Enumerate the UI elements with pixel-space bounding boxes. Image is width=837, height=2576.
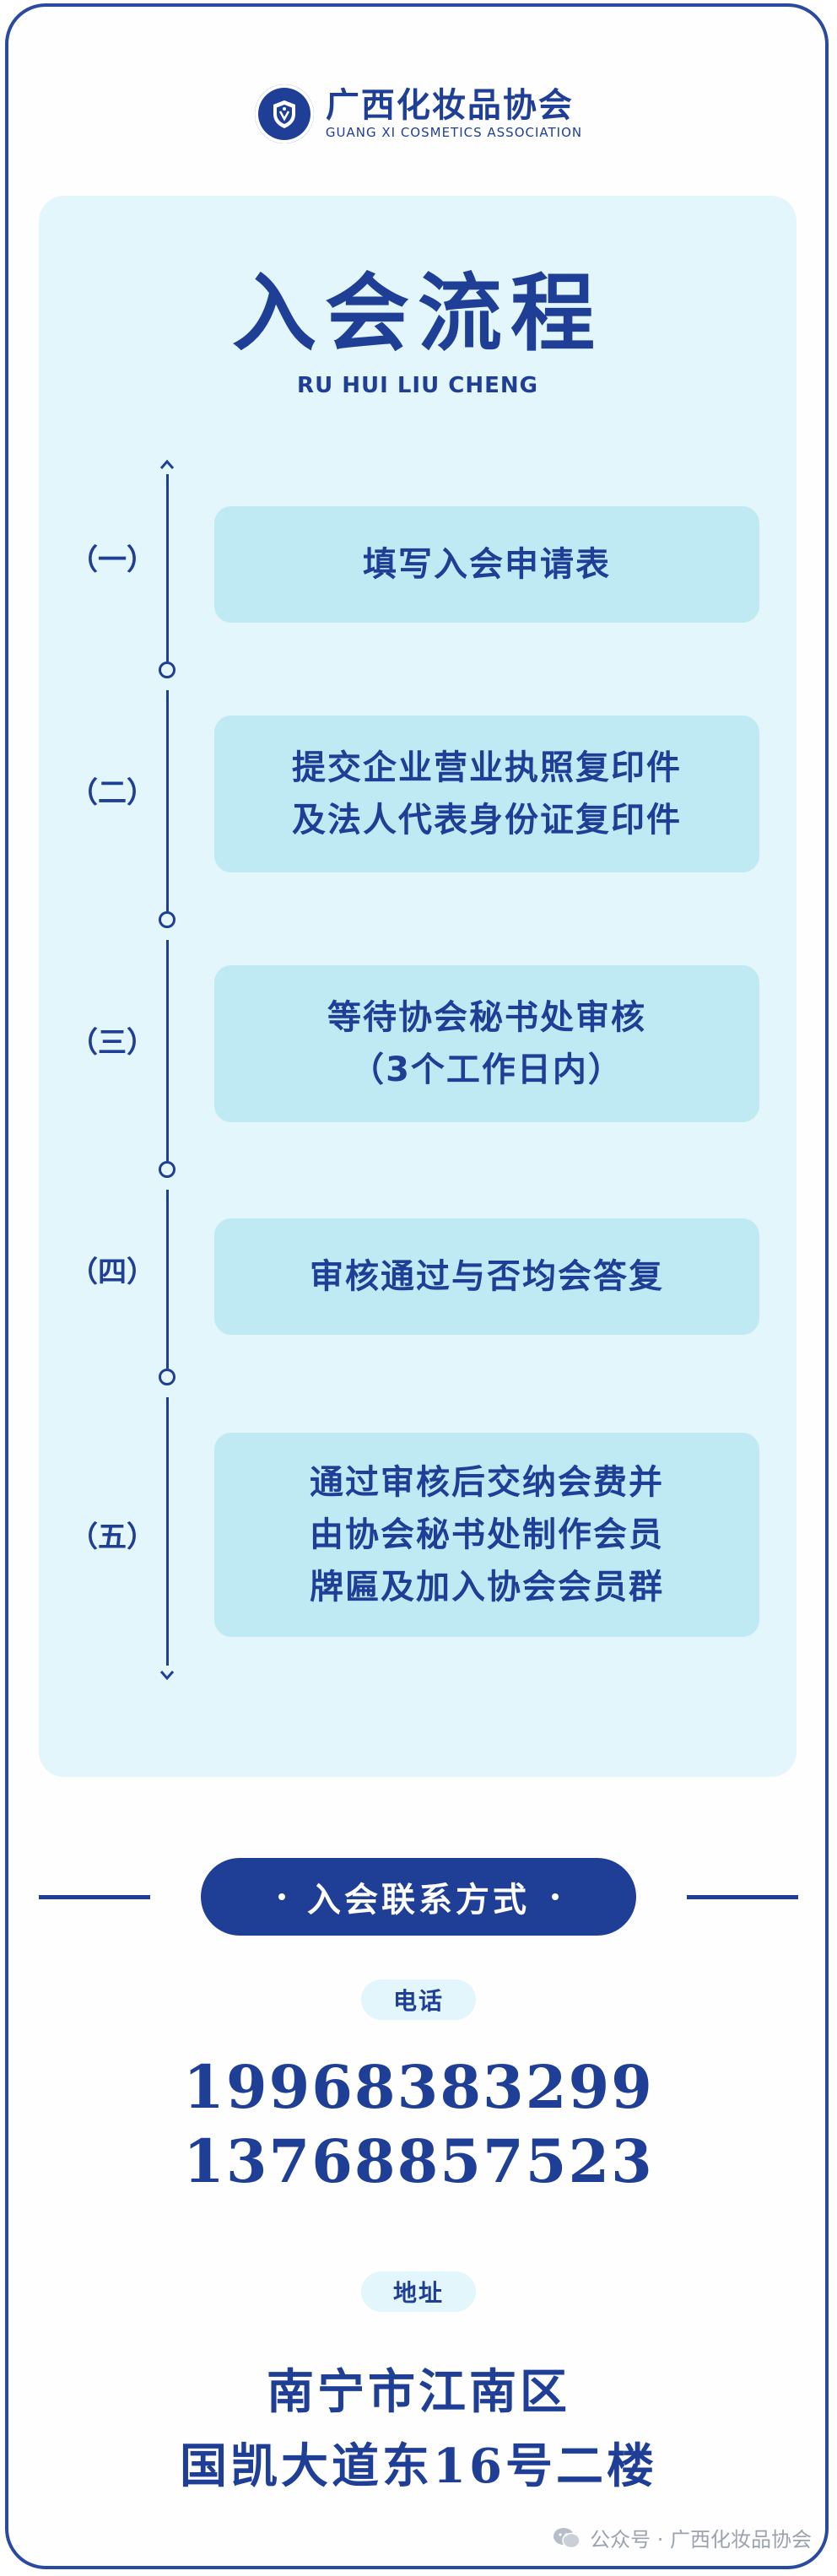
- timeline-dot: [159, 1161, 176, 1178]
- step-2-line-1: 提交企业营业执照复印件: [292, 748, 682, 787]
- step-number-2: （二）: [69, 776, 155, 810]
- step-card-2: 提交企业营业执照复印件 及法人代表身份证复印件: [214, 716, 759, 872]
- divider-left: [39, 1895, 150, 1899]
- process-title: 入会流程: [232, 264, 603, 363]
- step-3-line-2: （3个工作日内）: [350, 1050, 624, 1089]
- step-number-5: （五）: [69, 1520, 155, 1554]
- association-logo-icon: [254, 84, 314, 143]
- step-card-3: 等待协会秘书处审核 （3个工作日内）: [214, 965, 759, 1122]
- divider-right: [687, 1895, 798, 1899]
- phone-number-1: 19968383299: [183, 2052, 654, 2122]
- dot-icon: [552, 1893, 559, 1900]
- step-number-1: （一）: [69, 543, 155, 577]
- watermark-text: 公众号 · 广西化妆品协会: [590, 2528, 812, 2552]
- process-panel: 入会流程 RU HUI LIU CHENG （一） 填写入会申请表 （二） 提交…: [39, 196, 796, 1777]
- step-number-3: （三）: [69, 1026, 155, 1060]
- step-5-line-1: 通过审核后交纳会费并: [310, 1463, 664, 1502]
- chevron-down-icon: [159, 1671, 175, 1681]
- timeline-segment: [166, 474, 169, 662]
- timeline-dot: [159, 911, 176, 928]
- phone-number-2: 13768857523: [183, 2126, 654, 2196]
- org-name-cn: 广西化妆品协会: [325, 86, 574, 125]
- address-line-2: 国凯大道东16号二楼: [180, 2438, 657, 2494]
- step-card-1: 填写入会申请表: [214, 506, 759, 623]
- process-subtitle: RU HUI LIU CHENG: [297, 373, 538, 398]
- wechat-icon: [554, 2527, 580, 2548]
- step-1-line-1: 填写入会申请表: [363, 545, 611, 584]
- address-line-1: 南宁市江南区: [267, 2364, 570, 2420]
- step-5-line-2: 由协会秘书处制作会员: [310, 1515, 664, 1554]
- dot-icon: [278, 1893, 285, 1900]
- header: 广西化妆品协会 GUANG XI COSMETICS ASSOCIATION: [0, 80, 837, 148]
- contact-heading: 入会联系方式: [307, 1881, 530, 1920]
- org-name-en: GUANG XI COSMETICS ASSOCIATION: [325, 125, 583, 140]
- step-4-line-1: 审核通过与否均会答复: [310, 1257, 664, 1296]
- org-logo-block: 广西化妆品协会 GUANG XI COSMETICS ASSOCIATION: [254, 84, 583, 143]
- address-label: 地址: [361, 2271, 476, 2312]
- timeline-segment: [166, 1190, 169, 1369]
- phone-label: 电话: [361, 1979, 476, 2020]
- step-card-4: 审核通过与否均会答复: [214, 1218, 759, 1335]
- timeline-dot: [159, 662, 176, 678]
- step-card-5: 通过审核后交纳会费并 由协会秘书处制作会员 牌匾及加入协会会员群: [214, 1433, 759, 1637]
- timeline-dot: [159, 1369, 176, 1385]
- contact-heading-pill: 入会联系方式: [201, 1858, 636, 1936]
- chevron-up-icon: [159, 459, 175, 469]
- step-number-4: （四）: [69, 1256, 155, 1289]
- step-2-line-2: 及法人代表身份证复印件: [292, 801, 682, 840]
- watermark: 公众号 · 广西化妆品协会: [553, 2523, 812, 2552]
- timeline-segment: [166, 1397, 169, 1666]
- timeline-segment: [166, 940, 169, 1161]
- contact-heading-row: 入会联系方式: [39, 1858, 798, 1936]
- timeline-segment: [166, 690, 169, 911]
- step-5-line-3: 牌匾及加入协会会员群: [310, 1568, 664, 1607]
- step-3-line-1: 等待协会秘书处审核: [327, 998, 646, 1037]
